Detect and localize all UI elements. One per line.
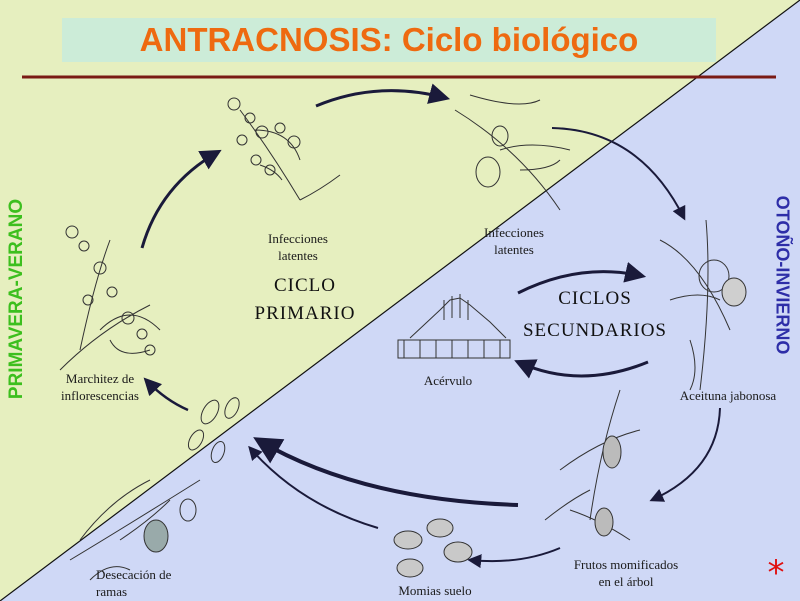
acervulus-sketch (397, 294, 511, 359)
mummified-fruit-label: Frutos momificados en el árbol (573, 557, 679, 589)
mummified-fruit-sketch (544, 389, 641, 541)
latent-infection-label-2: Infecciones latentes (484, 225, 544, 257)
acervulus-label: Acérvulo (423, 373, 473, 388)
arrow-soapy-to-mummified (649, 407, 721, 502)
latent-olive-sketch (454, 94, 571, 211)
dieback-label: Desecación de ramas (96, 567, 172, 599)
autumn-winter-label: OTOÑO-INVIERNO (772, 195, 793, 354)
arrow-infection-to-latent (315, 83, 451, 108)
title-banner: ANTRACNOSIS: Ciclo biológico (62, 18, 716, 62)
wilting-label: Marchitez de inflorescencias (61, 371, 139, 403)
dieback-branch-sketch (69, 479, 201, 581)
latent-infection-label-1: Infecciones latentes (268, 231, 328, 263)
arrow-wilting-to-infection (140, 149, 222, 249)
soil-mummies-label: Momias suelo (398, 583, 472, 598)
soapy-olive-label: Aceituna jabonosa (679, 388, 777, 403)
soapy-olive-sketch (659, 219, 747, 391)
arrow-secondary-back (514, 359, 649, 379)
page-title: ANTRACNOSIS: Ciclo biológico (139, 21, 639, 58)
secondary-cycles-label: CICLOS SECUNDARIOS (522, 288, 668, 341)
arrow-mummified-to-dieback-1 (253, 437, 519, 507)
arrow-secondary-forward (517, 262, 647, 295)
inflorescence-sketch (59, 225, 161, 371)
spring-summer-label: PRIMAVERA-VERANO (6, 198, 27, 400)
arrow-mummified-to-soil (467, 547, 561, 569)
spores-sketch (187, 397, 240, 464)
arrow-spores-to-wilting (143, 377, 189, 412)
arrow-latent-to-soapy (551, 127, 686, 221)
primary-cycle-label: CICLO PRIMARIO (254, 275, 356, 324)
arrow-soil-to-dieback (248, 445, 379, 529)
asterisk-marker: * (767, 553, 785, 593)
flower-infection-sketch (227, 97, 341, 201)
soil-mummies-sketch (393, 518, 473, 578)
